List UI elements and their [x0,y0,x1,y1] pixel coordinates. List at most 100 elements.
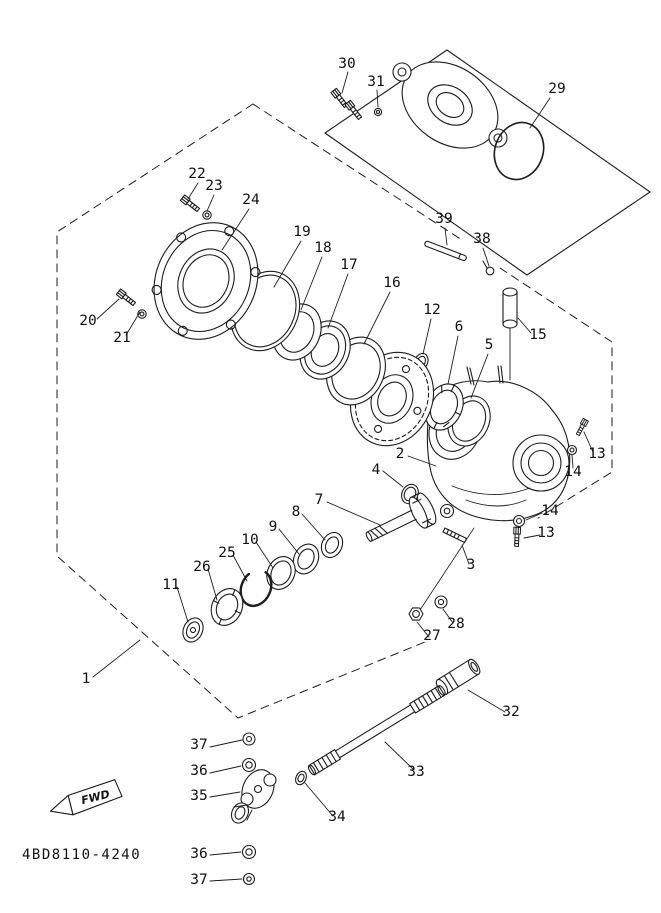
assembly-boundary-main [56,103,426,719]
callout-38: 38 [473,231,490,247]
washer-14-lower [512,514,526,528]
callout-24: 24 [242,192,260,208]
leader-line [444,227,448,246]
leader-line [407,455,437,467]
leader-line [232,554,248,582]
bolt-20 [115,288,137,308]
callout-31: 31 [367,74,384,90]
leader-line [273,240,302,288]
callout-17: 17 [340,257,357,273]
leader-line [384,741,415,771]
callout-18: 18 [314,240,331,256]
leader-line [255,541,274,569]
bolt-13-lower [512,526,522,547]
stud-axis-line [419,527,475,611]
callout-4: 4 [372,462,381,478]
leader-line [209,851,242,856]
washer-23 [202,210,212,220]
leader-line [207,568,218,601]
washer-34 [295,770,307,786]
universal-joint-35 [230,769,277,824]
callout-28: 28 [447,616,464,632]
callout-23: 23 [205,178,222,194]
callout-14-lower: 14 [541,503,559,519]
leader-line [187,182,199,200]
leader-line [176,586,189,623]
callout-20: 20 [79,313,96,329]
leader-line [221,208,250,251]
leader-line [442,608,454,624]
leader-line [341,71,349,94]
leader-line [326,501,381,526]
leader-line [416,621,430,638]
washer-9 [292,543,320,575]
callout-16: 16 [383,275,400,291]
seal-collar-11 [182,617,204,643]
leader-line [447,335,459,385]
leader-line [571,454,574,469]
assembly-boundary-right [499,267,613,519]
fwd-arrow: FWD [49,779,123,816]
leader-line [304,782,334,817]
leader-line [467,689,506,713]
snap-ring-25 [239,568,273,608]
leader-line [363,291,391,345]
callout-13-lower: 13 [537,525,554,541]
assembly-boundary-top [252,103,463,241]
ring-36-upper [241,757,257,773]
callout-34: 34 [328,809,346,825]
callout-12: 12 [423,302,440,318]
leader-line [209,765,242,774]
callout-37-lower: 37 [190,872,207,888]
callout-5: 5 [485,337,494,353]
callout-39: 39 [435,211,452,227]
callout-19: 19 [293,224,310,240]
washer-28 [434,595,448,609]
callout-32: 32 [502,704,519,720]
callout-labels: 30 31 29 22 23 24 19 18 17 16 39 38 20 2… [79,56,605,888]
leader-line [517,317,532,334]
leader-line [96,298,120,320]
leader-line [529,97,551,129]
callout-26: 26 [193,559,210,575]
ring-36-lower [241,844,257,860]
leader-line [301,513,326,541]
callout-3: 3 [467,557,476,573]
leader-line [206,194,215,212]
spacer-10 [266,556,296,590]
construction-lines [56,103,613,719]
stud-bolt-3 [442,527,468,544]
callout-30: 30 [338,56,355,72]
leader-line [523,534,541,539]
leader-line [470,353,489,399]
leader-line [461,544,470,565]
washer-37-upper [242,732,256,746]
callout-14-right: 14 [564,464,582,480]
pin-39 [424,240,467,261]
callout-6: 6 [455,319,464,335]
callout-7: 7 [315,492,324,508]
callout-11: 11 [162,577,179,593]
callout-21: 21 [113,330,130,346]
o-ring-29 [493,121,545,181]
leader-line [583,431,594,453]
leader-line [125,311,141,336]
leader-line [92,639,141,678]
leader-line [525,512,543,521]
leader-line [278,528,300,555]
callout-8: 8 [292,504,301,520]
callout-37-upper: 37 [190,737,207,753]
leader-line [382,470,404,488]
callout-1: 1 [82,671,91,687]
leader-line [209,739,243,748]
callout-29: 29 [548,81,565,97]
callout-15: 15 [529,327,546,343]
callout-13-right: 13 [588,446,605,462]
leader-line [209,878,243,882]
callout-33: 33 [407,764,424,780]
part-code: 4BD8110-4240 [22,847,141,863]
washer-14-right [566,444,578,456]
drive-pinion-7 [365,492,437,542]
